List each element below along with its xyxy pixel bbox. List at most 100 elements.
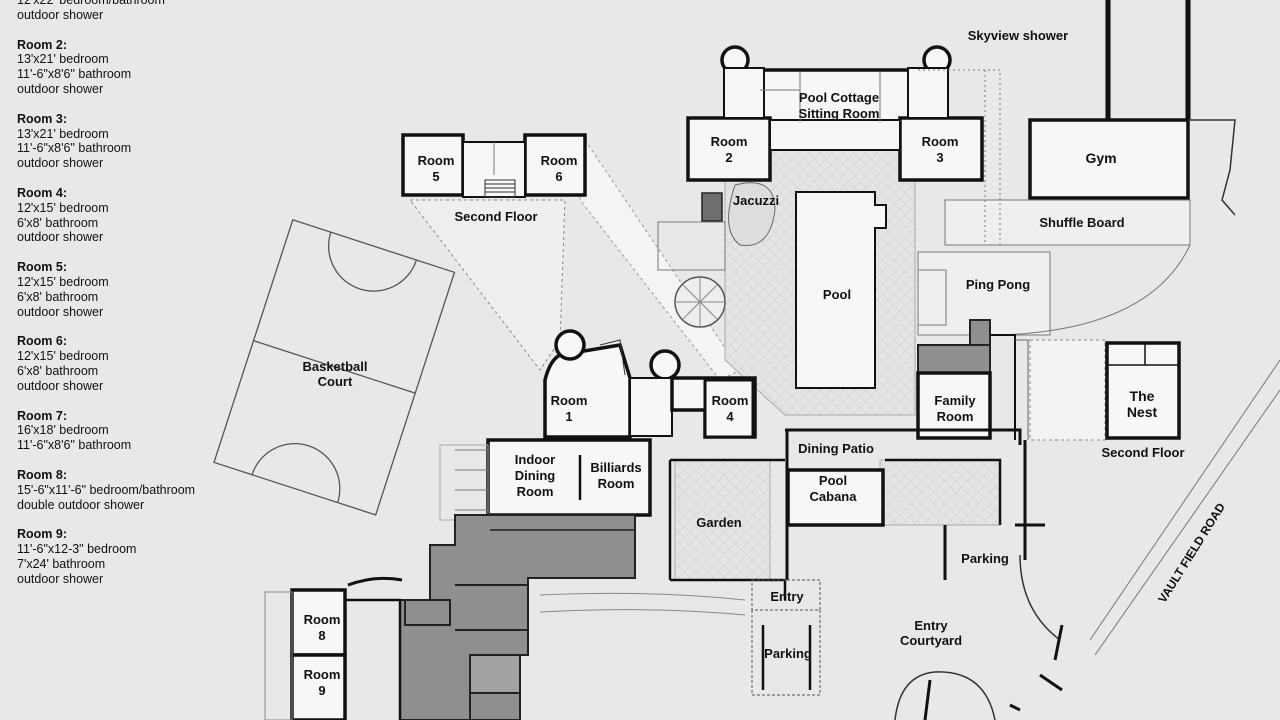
legend-room-detail: 12'x22' bedroom/bathroom (17, 0, 165, 7)
legend-room-name: Room 6: (17, 334, 67, 349)
label-room-5: Room (418, 153, 455, 168)
label-room-9-num: 9 (318, 683, 325, 698)
legend-room-name: Room 9: (17, 527, 67, 542)
label-room-8-num: 8 (318, 628, 325, 643)
projection-left (408, 199, 566, 371)
legend-room-detail: outdoor shower (17, 304, 104, 319)
label-room-9: Room (304, 667, 341, 682)
gym (1028, 118, 1190, 200)
label-jacuzzi: Jacuzzi (733, 193, 779, 208)
legend-room-detail: 7'x24' bathroom (17, 556, 106, 571)
label-sitting-room: Sitting Room (799, 106, 880, 121)
label-entry: Entry (770, 589, 804, 604)
garden-paving-right (879, 459, 1001, 526)
legend-room-name: Room 3: (17, 111, 67, 126)
legend-room-detail: outdoor shower (17, 81, 104, 96)
legend-room-detail: 15'-6"x11'-6" bedroom/bathroom (17, 482, 196, 497)
label-ping-pong: Ping Pong (966, 277, 1030, 292)
legend-room-name: Room 5: (17, 260, 67, 275)
legend-room-detail: 13'x21' bedroom (17, 52, 109, 67)
label-the: The (1130, 388, 1155, 404)
label-family: Family (934, 393, 976, 408)
label-pool-cottage: Pool Cottage (799, 90, 879, 105)
legend-room-detail: outdoor shower (17, 378, 104, 393)
label-court: Court (318, 374, 353, 389)
label-room-3-num: 3 (936, 150, 943, 165)
label-room-6: Room (541, 153, 578, 168)
legend-room-detail: 6'x8' bathroom (17, 363, 99, 378)
legend-room-detail: 6'x8' bathroom (17, 215, 99, 230)
legend-room-detail: 11'-6"x8'6" bathroom (17, 438, 132, 453)
label-dining-patio: Dining Patio (798, 441, 874, 456)
label-parking-bottom: Parking (764, 646, 812, 661)
label-billiards: Billiards (590, 460, 641, 475)
rooms-8-9 (264, 576, 403, 720)
jacuzzi (701, 182, 776, 247)
legend-room-name: Room 2: (17, 37, 67, 52)
label-skyview-shower: Skyview shower (968, 28, 1068, 43)
pool-cottage (686, 45, 984, 182)
legend-room-name: Room 7: (17, 408, 67, 423)
legend-room-detail: 11'-6"x8'6" bathroom (17, 141, 132, 156)
label-basketball: Basketball (302, 359, 367, 374)
second-floor-rooms-5-6 (401, 133, 587, 198)
legend-room-name: Room 4: (17, 185, 67, 200)
entry-parking (751, 579, 821, 696)
label-indoor-room: Room (517, 484, 554, 499)
legend-room-detail: 12'x15' bedroom (17, 349, 109, 364)
legend-room-detail: outdoor shower (17, 7, 104, 22)
rooms-1-4-building (543, 329, 757, 439)
dining-cabana-garden (668, 428, 1022, 600)
label-billiards-room: Room (598, 476, 635, 491)
label-pool-cabana-1: Pool (819, 473, 847, 488)
label-pool: Pool (823, 287, 851, 302)
label-pool-cabana-2: Cabana (810, 489, 858, 504)
basketball-court (213, 219, 456, 516)
legend-room-detail: 13'x21' bedroom (17, 126, 109, 141)
label-dining: Dining (515, 468, 555, 483)
label-nest: Nest (1127, 404, 1158, 420)
legend-room-detail: 16'x18' bedroom (17, 423, 109, 438)
label-entry-courtyard-1: Entry (914, 618, 948, 633)
label-room-1-num: 1 (565, 409, 572, 424)
label-room-3: Room (922, 134, 959, 149)
label-room-2: Room (711, 134, 748, 149)
legend-room-detail: double outdoor shower (17, 497, 145, 512)
projection-right (1029, 339, 1106, 441)
label-second-floor-left: Second Floor (454, 209, 537, 224)
legend-room-detail: outdoor shower (17, 230, 104, 245)
label-room-1: Room (551, 393, 588, 408)
pool (795, 191, 887, 389)
label-entry-courtyard-2: Courtyard (900, 633, 962, 648)
label-indoor: Indoor (515, 452, 555, 467)
label-room-5-num: 5 (432, 169, 439, 184)
legend-room-detail: outdoor shower (17, 571, 104, 586)
label-family-room: Room (937, 409, 974, 424)
legend-room-detail: 12'x15' bedroom (17, 200, 109, 215)
legend-room-name: Room 8: (17, 467, 67, 482)
label-room-4-num: 4 (726, 409, 734, 424)
service-wing (399, 514, 636, 720)
legend-room-detail: 11'-6"x8'6" bathroom (17, 67, 132, 82)
label-parking-right: Parking (961, 551, 1009, 566)
label-room-8: Room (304, 612, 341, 627)
family-room (916, 319, 1029, 440)
legend-room-detail: 11'-6"x12-3" bedroom (17, 542, 137, 557)
legend-room-detail: 12'x15' bedroom (17, 274, 109, 289)
label-second-floor-right: Second Floor (1101, 445, 1184, 460)
label-room-4: Room (712, 393, 749, 408)
label-room-6-num: 6 (555, 169, 562, 184)
label-room-2-num: 2 (725, 150, 732, 165)
